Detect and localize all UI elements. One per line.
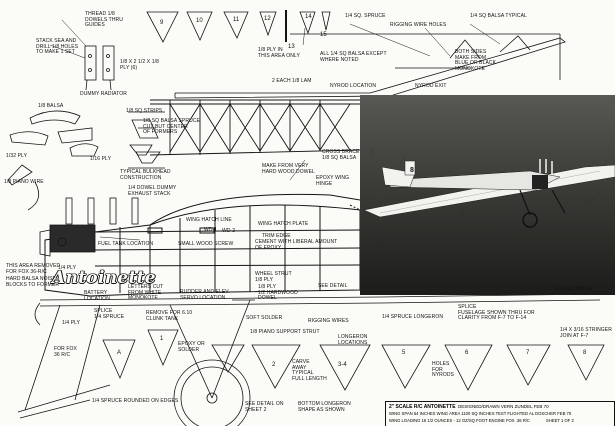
label-nyrod-location: NYROD LOCATION — [330, 83, 377, 89]
label-cross-brace: CROSS BRACE 1/8 SQ BALSA — [322, 149, 360, 161]
label-bulkhead: TYPICAL BULKHEAD CONSTRUCTION — [120, 169, 171, 181]
label-soft-solder: SOFT SOLDER — [246, 315, 283, 321]
label-rounded-edges: 1/4 SPRUCE ROUNDED ON EDGES — [92, 398, 179, 404]
label-rigging-holes: RIGGING WIRE HOLES — [390, 22, 447, 28]
bulkhead-number-1: 1 — [160, 336, 164, 342]
small-parts-left — [7, 110, 99, 211]
label-wing-hatch-plate: WING HATCH PLATE — [258, 221, 309, 227]
template-number-12: 12 — [264, 16, 271, 22]
bulkhead-construction — [128, 111, 165, 169]
dummy-radiator — [84, 45, 115, 91]
label-wing-hatch-line: WING HATCH LINE — [186, 217, 232, 223]
label-two-each-lam: 2 EACH 1/8 LAM — [272, 78, 312, 84]
bulkhead-number-a: A — [117, 350, 122, 356]
former-number-6: 6 — [465, 350, 469, 356]
former-number-8: 8 — [583, 350, 587, 356]
label-stringer-joint: 1/4 x 3/16 STRINGER JOIN AT F-7 — [560, 327, 612, 339]
label-ply-16: 1/16 PLY — [90, 156, 112, 162]
label-balsa-typical: 1/4 SQ BALSA TYPICAL — [470, 13, 527, 19]
template-number-9: 9 — [160, 20, 164, 26]
antoinette-logo: Antoinette — [52, 268, 156, 288]
lower-formers — [102, 329, 605, 391]
label-epoxy-solder: EPOXY OR SOLDER — [178, 341, 205, 353]
template-number-10: 10 — [196, 18, 203, 24]
label-fuel-tank: FUEL TANK LOCATION — [98, 241, 154, 247]
label-ply-note: 1/8 X 2 1/2 X 1/8 PLY (6) — [120, 59, 159, 71]
label-hard-balsa-nose: HARD BALSA NOISE BLOCKS TO FORMER — [6, 276, 60, 288]
label-wheel-strut: WHEEL STRUT 1/8 PLY — [255, 271, 292, 283]
bulkhead-number-3-4: 3-4 — [338, 362, 347, 368]
label-piano-wire: 1/8 PIANO WIRE — [4, 179, 44, 185]
label-spruce-top: 1/4 SQ. SPRUCE — [345, 13, 386, 19]
tail-rib-templates — [146, 10, 331, 43]
label-dummy-radiator: DUMMY RADIATOR — [80, 91, 127, 97]
label-area-removed: THIS AREA REMOVED FOR FOX 36-R/C — [6, 263, 61, 275]
model-photo: 8 — [360, 95, 615, 295]
label-for-fox: FOR FOX 36 R/C — [54, 346, 77, 358]
label-dowel-exhaust: 1/4 DOWEL DUMMY EXHAUST STACK — [128, 185, 177, 197]
label-bottom-longeron: BOTTOM LONGERON SHAPE AS SHOWN — [298, 401, 351, 413]
label-fuel-cap: 1/4 PLY — [58, 265, 77, 271]
photo-aircraft — [360, 95, 615, 295]
template-number-13: 13 — [288, 44, 295, 50]
label-ply-32: 1/32 PLY — [6, 153, 28, 159]
landing-gear — [17, 299, 255, 426]
label-rigging-wires: RIGGING WIRES — [308, 318, 349, 324]
label-epoxy-hinge: EPOXY WING HINGE — [316, 175, 350, 187]
grass-texture — [369, 146, 610, 281]
label-longeron-locations: LONGERON LOCATIONS — [338, 334, 368, 346]
title-scale: 2" SCALE R/C ANTOINETTE — [389, 404, 456, 410]
label-hard-dowel: MAKE FROM VERY HARD WOOD DOWEL — [262, 163, 315, 175]
label-strips: 1/8 SQ STRIPS — [126, 108, 163, 114]
label-rudder-servo: RUDDER AND ELEV. SERVO LOCATION — [180, 289, 230, 301]
fuselage-truss-top — [149, 99, 361, 156]
engine-exhaust — [39, 197, 139, 257]
label-trim-edge: TRIM EDGE — [262, 233, 291, 239]
title-wing-loading: WING LOADING 16 1/2 OUNCES - 12 OZ/SQ FO… — [389, 417, 530, 423]
label-cement: CEMENT WITH LIBERAL AMOUNT OF EPOXY — [255, 239, 338, 251]
template-number-14: 14 — [305, 14, 312, 20]
title-designed: DESIGNED/DRAWN VERN ZUNDEL FEB 70 — [458, 404, 549, 409]
label-nyrod-exit: NYROD EXIT — [415, 83, 447, 89]
label-spruce-longeron: 1/4 SPRUCE LONGERON — [382, 314, 444, 320]
label-balsa-sq: 1/8 SQ BALSA SPRUCE CUT BUT CENTER OF FO… — [143, 118, 200, 136]
label-remove-clunk: REMOVE FOR 6.10 CLUNK TANK — [146, 310, 193, 322]
label-see-detail: SEE DETAIL — [318, 283, 348, 289]
label-stack-sea: STACK SEA AND DRILL 1/8 HOLES TO MAKE 1 … — [36, 38, 79, 56]
label-spruce-splice: SPLICE 1/4 SPRUCE — [94, 308, 125, 320]
label-battery: BATTERY LOCATION — [84, 290, 110, 302]
title-sheet: SHEET 1 OF 2 — [546, 417, 574, 423]
template-number-11: 11 — [233, 17, 240, 23]
title-wing-span: WING SPAN 54 INCHES WING AREA 1100 SQ IN… — [389, 411, 572, 416]
label-letters-cut: LETTERS CUT FROM WHITE MONOKOTE — [128, 284, 164, 302]
label-carve-away: CARVE AWAY TYPICAL FULL LENGTH — [292, 359, 327, 382]
label-see-detail-sheet: SEE DETAIL ON SHEET 2 — [245, 401, 284, 413]
label-holes-for: HOLES FOR NYRODS — [432, 361, 454, 379]
label-balsa-ex: ALL 1/4 SQ BALSA EXCEPT WHERE NOTED — [320, 51, 387, 63]
label-small-screw: SMALL WOOD SCREW — [178, 241, 234, 247]
label-both-sides: BOTH SIDES MAKE FROM BLUE OR BLACK MONOK… — [455, 49, 497, 72]
template-number-15: 15 — [320, 32, 327, 38]
former-number-5: 5 — [402, 350, 406, 356]
label-ply-area: 1/8 PLY IN THIS AREA ONLY — [258, 47, 300, 59]
label-splice-note: SPLICE FUSELAGE SHOWN THRU FOR CLARITY F… — [458, 304, 535, 322]
label-ply-quarter: 1/4 PLY — [62, 320, 81, 326]
title-block: 2" SCALE R/C ANTOINETTE DESIGNED/DRAWN V… — [385, 401, 615, 426]
former-number-7: 7 — [526, 350, 530, 356]
label-balsa-eighth: 1/8 BALSA — [38, 103, 64, 109]
label-thread-dowels: THREAD 1/8 DOWELS THRU GUIDES — [85, 11, 123, 29]
label-ply-hardwood: 1/8 PLY 1/2 HARDWOOD DOWEL — [258, 284, 298, 302]
label-piano-support: 1/8 PIANO SUPPORT STRUT — [250, 329, 320, 335]
label-wd2: WD-2 — [222, 228, 236, 234]
label-wd1: WD-1 — [204, 227, 218, 233]
bulkhead-number-2: 2 — [272, 362, 276, 368]
photo-number: 8 — [410, 167, 414, 174]
stabilizer-truss — [174, 33, 566, 99]
label-balsa-sixteenth-sq: 1/16 SQ BALSA — [555, 286, 593, 292]
